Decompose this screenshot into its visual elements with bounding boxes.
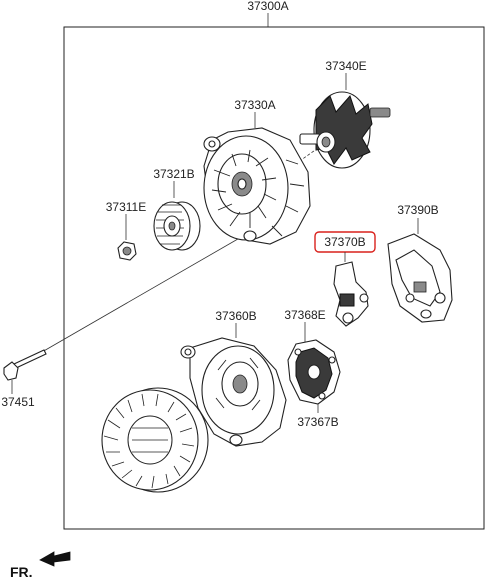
label-rear-bracket: 37360B: [215, 309, 256, 323]
label-rectifier-upper: 37368E: [284, 308, 325, 322]
rectifier-upper-part: [287, 322, 341, 405]
rotor-part: [289, 73, 391, 169]
brush-holder-part: [314, 231, 376, 327]
assembly-frame: [63, 26, 485, 530]
label-rotor: 37340E: [325, 59, 366, 73]
label-nut: 37311E: [106, 200, 146, 214]
bolt-part: [3, 349, 47, 394]
label-assembly: 37300A: [247, 0, 288, 13]
label-rectifier-lower: 37367B: [297, 415, 338, 429]
nut-part: [117, 214, 137, 261]
label-bolt: 37451: [1, 395, 35, 409]
front-bracket-part: [203, 112, 311, 245]
regulator-cover-part: [387, 218, 453, 323]
bolt-axis-line: [41, 231, 251, 353]
label-brush-holder: 37370B: [324, 235, 365, 249]
label-regulator-cover: 37390B: [397, 203, 438, 217]
label-front-bracket: 37330A: [234, 98, 275, 112]
label-pulley: 37321B: [153, 167, 194, 181]
rear-bracket-part: [180, 323, 287, 447]
front-indicator-label: FR.: [10, 564, 33, 579]
pulley-part: [153, 181, 201, 251]
stator-part: [101, 387, 209, 493]
arrow-left-icon: [39, 551, 71, 567]
